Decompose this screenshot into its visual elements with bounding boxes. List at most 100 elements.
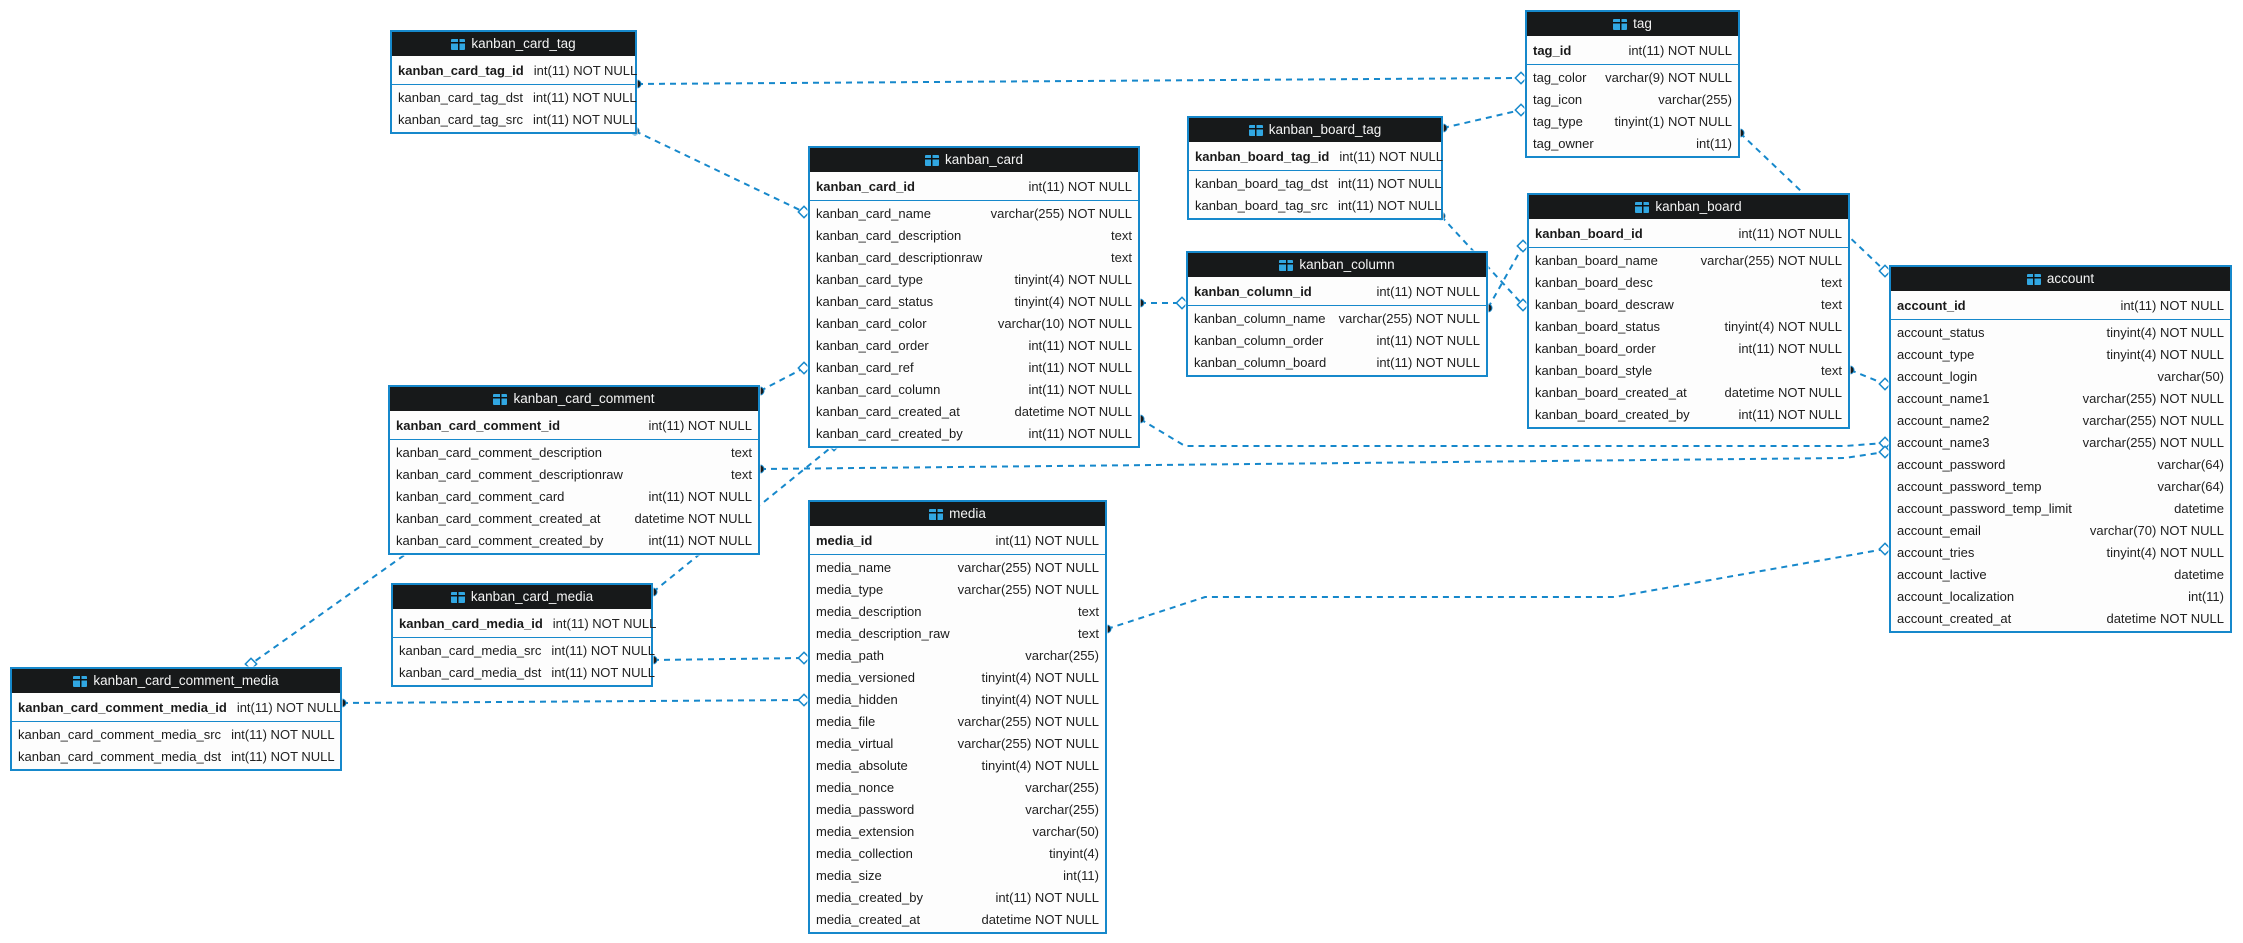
table-grid-icon xyxy=(1613,18,1628,30)
field-type: int(11) NOT NULL xyxy=(1376,354,1480,370)
table-header-kanban_card_comment_media[interactable]: kanban_card_comment_media xyxy=(12,669,340,693)
field-type: int(11) NOT NULL xyxy=(648,488,752,504)
field-type: int(11) NOT NULL xyxy=(995,889,1099,905)
field-name: kanban_board_desc xyxy=(1535,274,1653,290)
table-header-media[interactable]: media xyxy=(810,502,1105,526)
table-grid-icon xyxy=(1279,259,1294,271)
field-type: datetime xyxy=(2174,566,2224,582)
field-name: kanban_card_comment_media_src xyxy=(18,726,222,742)
field-name: kanban_card_order xyxy=(816,337,929,353)
field-name: tag_color xyxy=(1533,69,1587,85)
field-type: int(11) NOT NULL xyxy=(551,664,655,680)
field-name: kanban_card_tag_src xyxy=(398,111,524,127)
relation-line-kanban_card_comment-kanban_card xyxy=(759,367,805,392)
field-row-kanban_card_tag_src: kanban_card_tag_src int(11) NOT NULL xyxy=(392,108,637,130)
field-type: int(11) NOT NULL xyxy=(1028,381,1132,397)
table-grid-icon xyxy=(1248,124,1263,136)
table-grid-icon xyxy=(929,508,944,520)
table-header-tag[interactable]: tag xyxy=(1527,12,1738,36)
field-name: kanban_card_column xyxy=(816,381,941,397)
field-type: tinyint(4) NOT NULL xyxy=(2106,346,2224,362)
field-type: datetime NOT NULL xyxy=(1724,384,1842,400)
field-name: media_password xyxy=(816,801,915,817)
field-name: kanban_card_media_dst xyxy=(399,664,542,680)
field-type: varchar(255) NOT NULL xyxy=(957,559,1099,575)
relation-line-kanban_card_tag-kanban_card xyxy=(634,130,805,213)
field-name: account_status xyxy=(1897,324,1985,340)
table-title: kanban_card xyxy=(944,152,1024,167)
field-name: media_absolute xyxy=(816,757,908,773)
table-header-kanban_board[interactable]: kanban_board xyxy=(1529,195,1848,219)
field-type: datetime NOT NULL xyxy=(1014,403,1132,419)
field-type: int(11) xyxy=(2188,588,2224,604)
table-grid-icon xyxy=(493,393,508,405)
field-type: int(11) NOT NULL xyxy=(533,111,637,127)
table-header-account[interactable]: account xyxy=(1891,267,2230,291)
field-name: kanban_card_created_by xyxy=(816,425,963,441)
field-type: varchar(255) NOT NULL xyxy=(957,713,1099,729)
table-header-kanban_card_comment[interactable]: kanban_card_comment xyxy=(390,387,758,411)
table-header-kanban_card_media[interactable]: kanban_card_media xyxy=(393,585,651,609)
field-type: varchar(255) NOT NULL xyxy=(990,205,1132,221)
field-name: kanban_board_name xyxy=(1535,252,1658,268)
field-type: text xyxy=(1111,227,1132,243)
field-type: varchar(64) xyxy=(2157,456,2224,472)
field-type: tinyint(4) NOT NULL xyxy=(981,669,1099,685)
field-name: media_path xyxy=(816,647,884,663)
table-header-kanban_card[interactable]: kanban_card xyxy=(810,148,1138,172)
relation-line-kanban_card_comment-kanban_card_comment_media xyxy=(250,548,414,665)
field-name: kanban_card_media_src xyxy=(399,642,542,658)
relation-line-kanban_board-account xyxy=(1849,369,1886,385)
field-type: text xyxy=(1078,625,1099,641)
field-name: media_description xyxy=(816,603,922,619)
field-name: media_virtual xyxy=(816,735,894,751)
field-type: datetime NOT NULL xyxy=(981,911,1099,927)
table-header-kanban_card_tag[interactable]: kanban_card_tag xyxy=(392,32,635,56)
field-name: kanban_board_tag_dst xyxy=(1195,175,1329,191)
field-type: int(11) NOT NULL xyxy=(1028,178,1132,194)
field-name: account_password_temp_limit xyxy=(1897,500,2072,516)
field-name: media_file xyxy=(816,713,876,729)
field-type: int(11) NOT NULL xyxy=(533,62,638,78)
table-header-kanban_column[interactable]: kanban_column xyxy=(1188,253,1486,277)
table-header-kanban_board_tag[interactable]: kanban_board_tag xyxy=(1189,118,1441,142)
field-name: account_name1 xyxy=(1897,390,1990,406)
field-name: kanban_card_media_id xyxy=(399,615,543,631)
